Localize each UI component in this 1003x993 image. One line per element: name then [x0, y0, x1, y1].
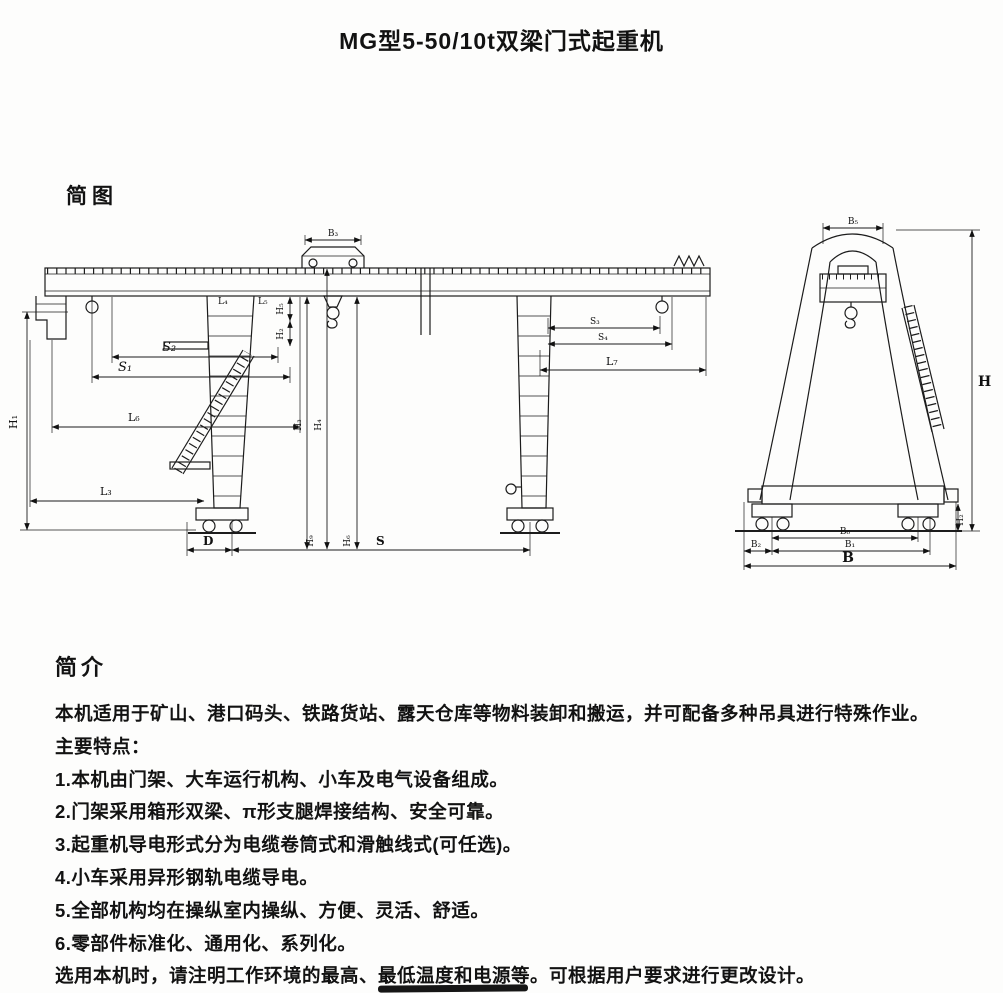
- dim-s1: S₁: [91, 297, 291, 383]
- dim-label-l3: L₃: [100, 485, 112, 498]
- diagram-section-label: 简图: [66, 185, 118, 208]
- bridge-girder: [44, 267, 711, 335]
- current-collector: [673, 254, 705, 268]
- dim-label-h5: H₅: [276, 303, 286, 315]
- dim-l6: L₆: [51, 297, 301, 433]
- feature-item-5: 5.全部机构均在操纵室内操纵、方便、灵活、舒适。: [55, 899, 490, 921]
- sill-beam: [747, 485, 959, 505]
- right-leg: [505, 295, 552, 509]
- dim-label-h9: H₉: [306, 535, 316, 547]
- dim-label-h6: H₆: [343, 535, 353, 547]
- left-end-bracket: [35, 296, 67, 340]
- dim-label-s: S: [376, 534, 385, 548]
- usage-note: 选用本机时，请注明工作环境的最高、最低温度和电源等。可根据用户要求进行更改设计。: [55, 965, 816, 987]
- dim-label-d: D: [203, 534, 213, 548]
- dim-b3: B₃: [304, 229, 362, 245]
- intro-heading: 简介: [55, 655, 108, 680]
- left-bogie: [188, 507, 256, 534]
- dim-label-l7: L₇: [606, 355, 618, 368]
- dim-label-b: B: [842, 550, 854, 566]
- dim-h2-side: H₂: [955, 503, 966, 532]
- a-frame: [759, 233, 949, 501]
- dim-label-h4: H₄: [314, 419, 324, 431]
- feature-item-4: 4.小车采用异形钢轨电缆导电。: [55, 866, 319, 888]
- machinery-house: [819, 265, 887, 303]
- left-leg: [206, 295, 255, 509]
- dim-bottom-widths: B₆ B₂ B₁ B: [743, 502, 957, 570]
- dim-heights-mid: H₅ H₂ H₃ H₄ H₉ H₆: [276, 268, 360, 550]
- dim-s3: S₃: [547, 316, 661, 334]
- page-title: MG型5-50/10t双梁门式起重机: [339, 28, 664, 54]
- dim-s4: S₄: [547, 297, 673, 350]
- dim-label-h3: H₃: [294, 419, 304, 431]
- feature-item-3: 3.起重机导电形式分为电缆卷筒式和滑触线式(可任选)。: [55, 834, 522, 856]
- dim-label-l6: L₆: [128, 411, 140, 424]
- feature-item-6: 6.零部件标准化、通用化、系列化。: [55, 932, 357, 954]
- dim-d-s: D S: [186, 522, 531, 556]
- dim-label-l4: L₄: [218, 297, 228, 307]
- dim-l7: L₇: [539, 297, 707, 376]
- right-buffer-hook: [655, 296, 669, 314]
- dim-b5: B₅: [822, 217, 884, 244]
- dim-label-s2: S₂: [162, 340, 176, 355]
- dim-label-h: H: [978, 374, 991, 390]
- dim-label-h2: H₂: [276, 328, 286, 340]
- dim-h: H: [896, 229, 991, 532]
- dim-label-b3: B₃: [328, 229, 339, 239]
- dim-s2: S₂: [111, 297, 279, 363]
- dim-label-b5: B₅: [848, 217, 859, 227]
- intro-section: 简介 本机适用于矿山、港口码头、铁路货站、露天仓库等物料装卸和搬运，并可配备多种…: [55, 650, 960, 993]
- dim-l3: L₃: [29, 340, 205, 507]
- front-view: B₃ L₄ L₅ H₁ S₂ S₁: [7, 229, 711, 556]
- dim-label-s1: S₁: [118, 360, 132, 375]
- dim-label-h2-side: H₂: [956, 514, 966, 526]
- dim-label-s4: S₄: [598, 333, 608, 343]
- side-view: B₅ H H₂ B₆ B₂: [735, 217, 991, 570]
- dim-label-h1: H₁: [7, 415, 20, 429]
- side-staircase: [901, 304, 945, 433]
- scan-artifact: [377, 984, 529, 993]
- dim-h1: H₁: [7, 311, 196, 531]
- dim-label-b2: B₂: [751, 540, 762, 550]
- trolley: [301, 246, 365, 268]
- crane-schematic: B₃ L₄ L₅ H₁ S₂ S₁: [7, 217, 991, 570]
- dim-label-b1: B₁: [845, 540, 855, 550]
- dim-label-b6: B₆: [840, 527, 851, 537]
- feature-item-2: 2.门架采用箱形双梁、π形支腿焊接结构、安全可靠。: [55, 801, 505, 823]
- feature-item-1: 1.本机由门架、大车运行机构、小车及电气设备组成。: [55, 768, 509, 790]
- dim-label-s3: S₃: [590, 317, 600, 327]
- intro-paragraph: 本机适用于矿山、港口码头、铁路货站、露天仓库等物料装卸和搬运，并可配备多种吊具进…: [55, 703, 930, 724]
- side-hook: [844, 302, 858, 329]
- dim-label-l5: L₅: [258, 297, 268, 307]
- features-label: 主要特点：: [55, 735, 151, 757]
